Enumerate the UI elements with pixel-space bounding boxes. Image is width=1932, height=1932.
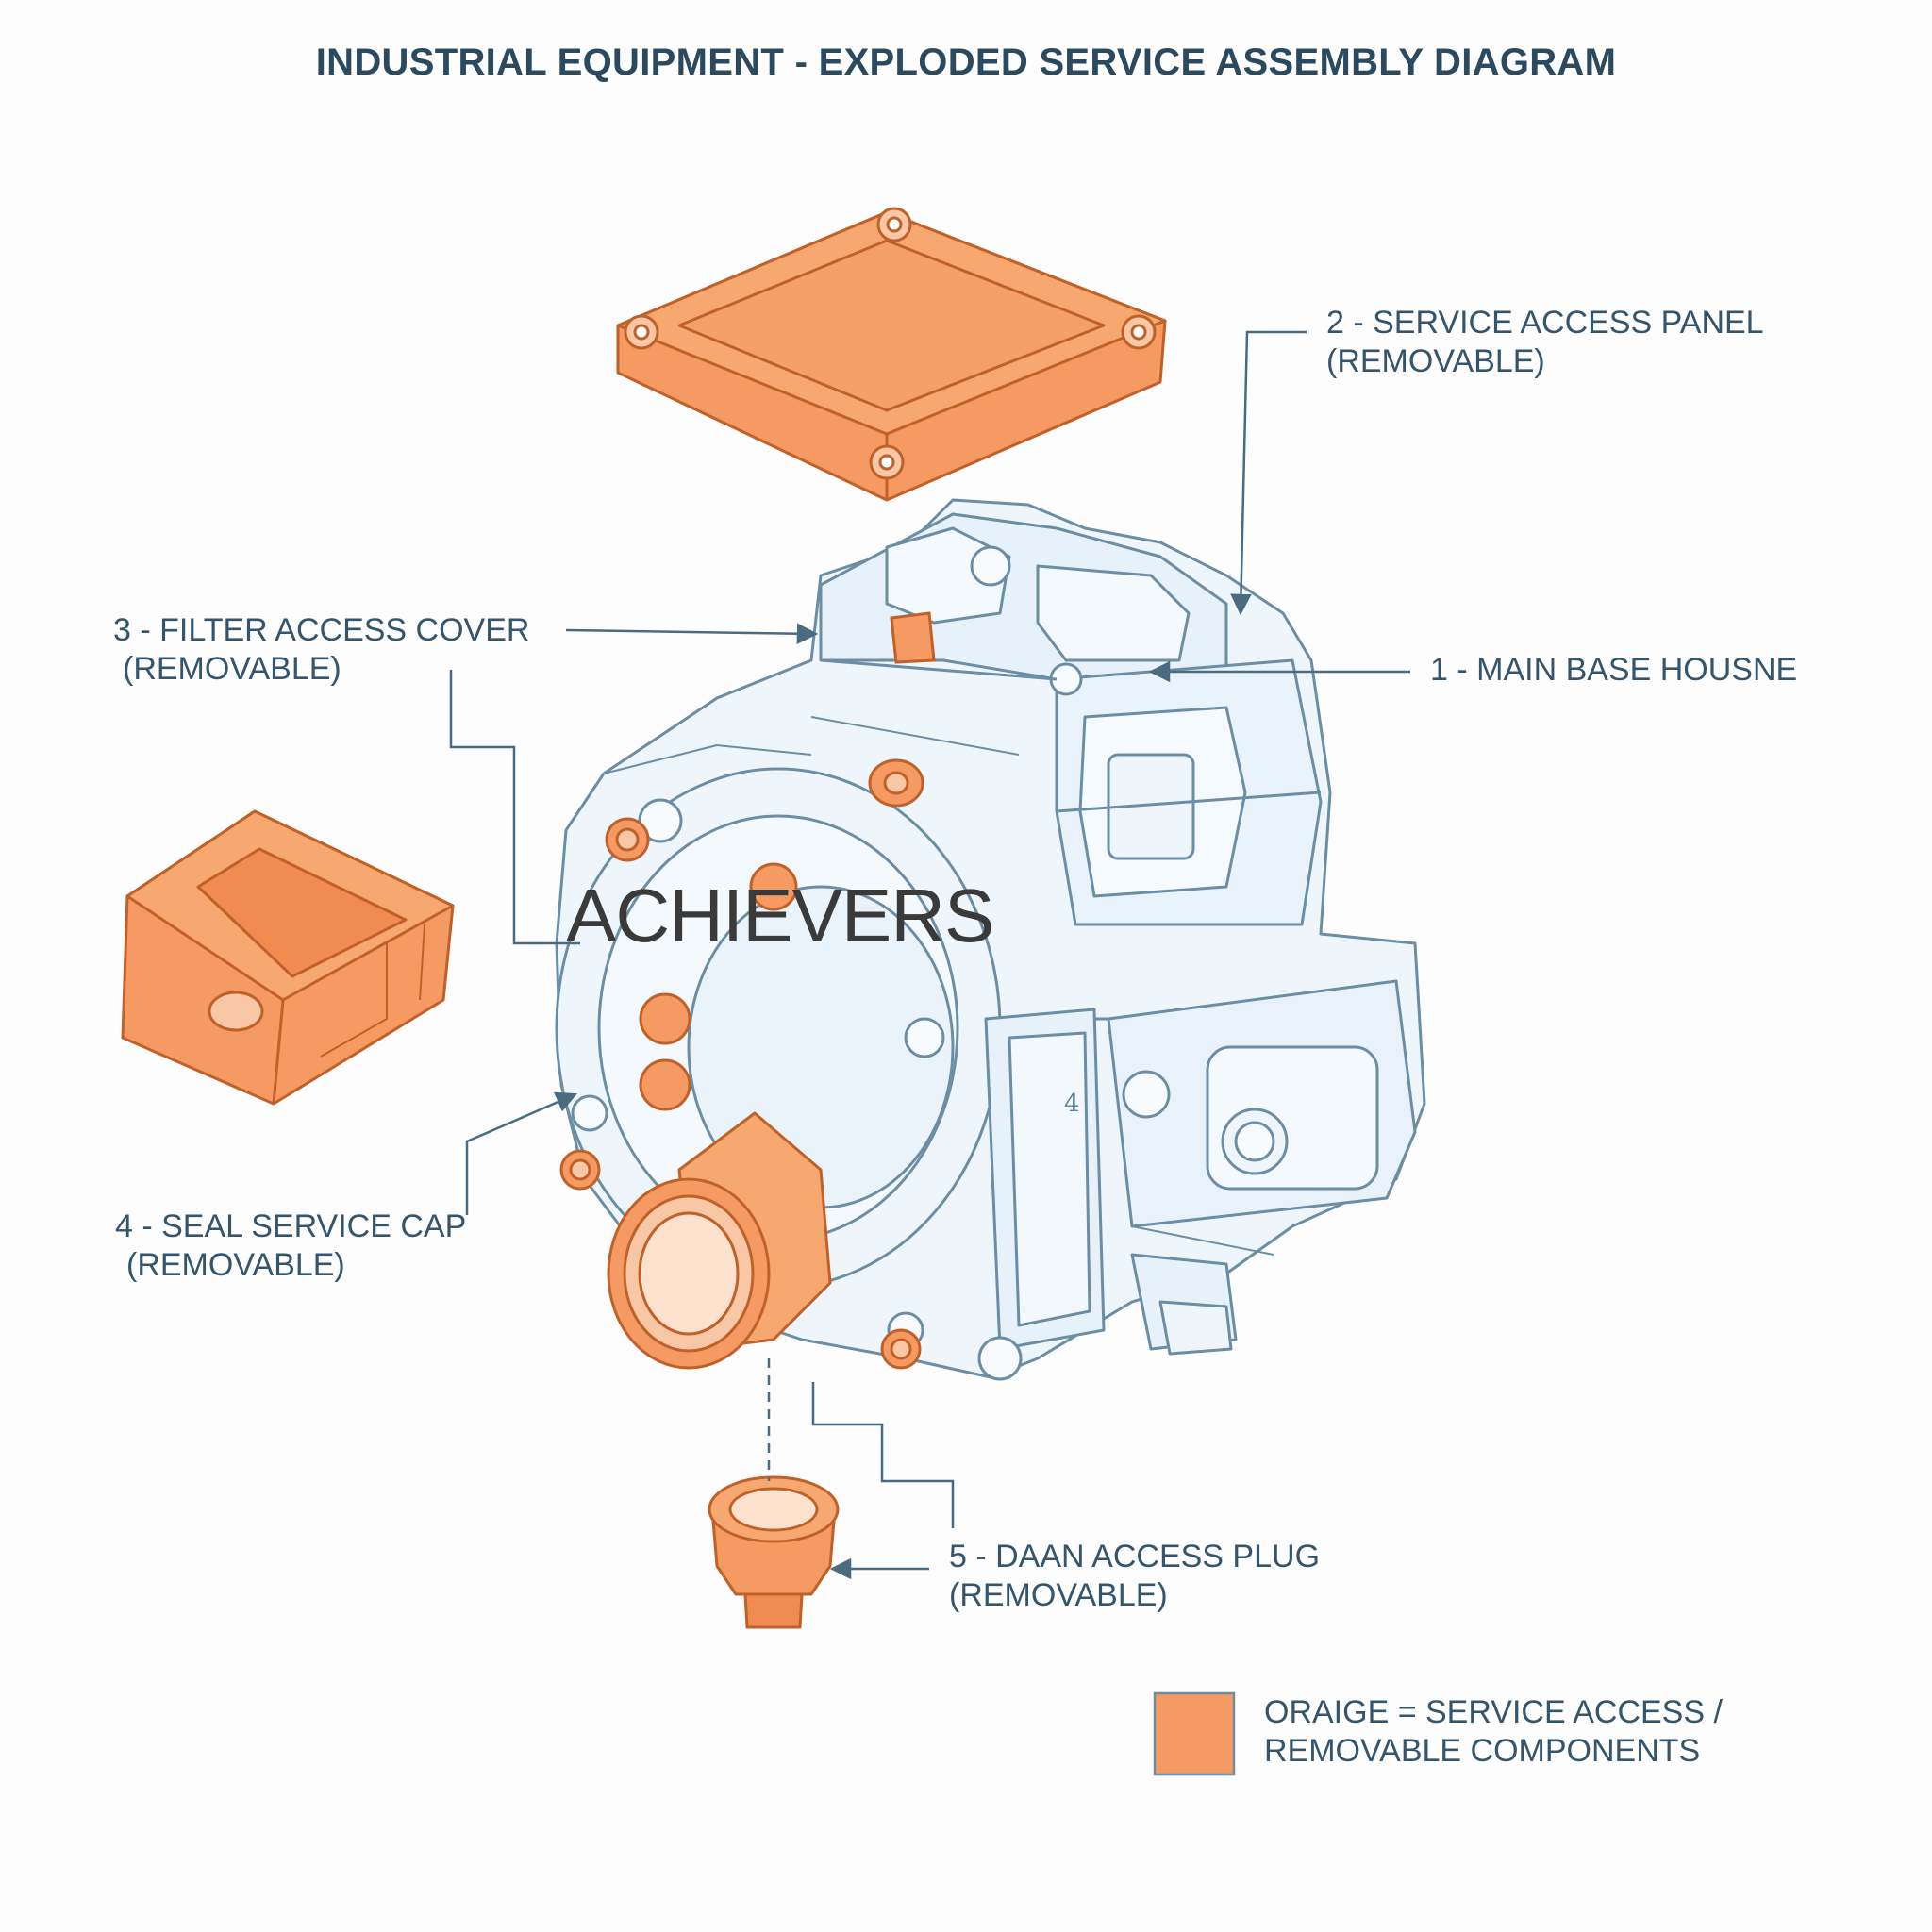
label-drain-access-plug-line1: 5 - DAAN ACCESS PLUG — [949, 1539, 1321, 1574]
service-access-panel — [616, 207, 1167, 502]
label-service-access-panel: 2 - SERVICE ACCESS PANEL (REMOVABLE) — [1326, 304, 1764, 381]
label-drain-access-plug-line2: (REMOVABLE) — [949, 1577, 1168, 1613]
seal-service-cap — [607, 1111, 832, 1370]
filter-access-cover — [121, 809, 455, 1106]
legend-text: ORAIGE = SERVICE ACCESS / REMOVABLE COMP… — [1264, 1693, 1723, 1771]
label-filter-access-cover-line1: 3 - FILTER ACCESS COVER — [113, 612, 530, 648]
label-main-base-housing: 1 - MAIN BASE HOUSNE — [1430, 651, 1797, 690]
leader-lines — [449, 330, 1410, 1580]
label-service-access-panel-line2: (REMOVABLE) — [1326, 343, 1545, 379]
label-drain-access-plug: 5 - DAAN ACCESS PLUG (REMOVABLE) — [949, 1538, 1320, 1615]
label-main-base-housing-line1: 1 - MAIN BASE HOUSNE — [1430, 652, 1798, 688]
label-seal-service-cap-line1: 4 - SEAL SERVICE CAP — [115, 1208, 467, 1244]
watermark: ACHIEVERS — [566, 874, 994, 958]
diagram-title: INDUSTRIAL EQUIPMENT - EXPLODED SERVICE … — [315, 42, 1617, 83]
label-service-access-panel-line1: 2 - SERVICE ACCESS PANEL — [1326, 305, 1764, 341]
label-seal-service-cap-line2: (REMOVABLE) — [126, 1247, 345, 1283]
label-filter-access-cover-line2: (REMOVABLE) — [123, 651, 341, 687]
legend-line2: REMOVABLE COMPONENTS — [1264, 1733, 1701, 1769]
legend-line1: ORAIGE = SERVICE ACCESS / — [1264, 1694, 1723, 1730]
housing-orange-bosses — [559, 611, 936, 1370]
drain-access-plug — [708, 1475, 840, 1629]
label-seal-service-cap: 4 - SEAL SERVICE CAP (REMOVABLE) — [115, 1208, 466, 1285]
part-marker-4: 4 — [1064, 1090, 1080, 1118]
legend-swatch — [1153, 1691, 1236, 1776]
label-filter-access-cover: 3 - FILTER ACCESS COVER (REMOVABLE) — [113, 611, 529, 689]
